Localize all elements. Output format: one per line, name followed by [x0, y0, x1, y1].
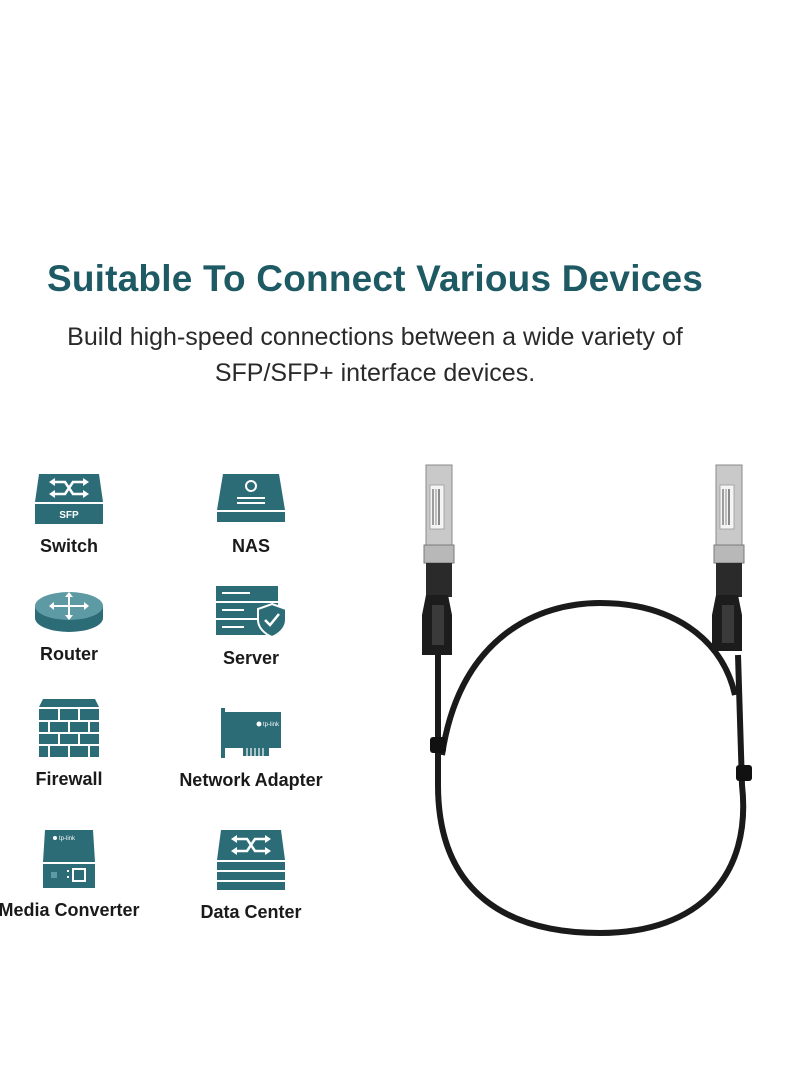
- device-label-firewall: Firewall: [35, 769, 103, 789]
- subtitle-line-1: Build high-speed connections between a w…: [67, 323, 683, 351]
- headline: Suitable To Connect Various Devices: [46, 258, 704, 299]
- device-label-nas: NAS: [231, 536, 270, 556]
- device-network-adapter: tp-link Network Adapter: [166, 706, 336, 791]
- device-label-network-adapter: Network Adapter: [179, 770, 323, 790]
- device-data-center: Data Center: [166, 828, 336, 923]
- device-label-server: Server: [222, 648, 280, 668]
- switch-sfp-label: SFP: [59, 510, 79, 521]
- subtitle-line-2: SFP/SFP+ interface devices.: [214, 359, 536, 387]
- left-sfp-module: [422, 464, 455, 655]
- device-server: Server: [166, 584, 336, 669]
- dac-cable-illustration: [422, 464, 752, 937]
- cable-loop: [435, 654, 747, 937]
- router-icon: [35, 592, 103, 632]
- device-label-router: Router: [40, 644, 98, 664]
- device-firewall: Firewall: [0, 697, 154, 790]
- network-adapter-icon: tp-link: [221, 708, 281, 758]
- cable-clip-right: [736, 765, 752, 781]
- nas-icon: [217, 474, 285, 522]
- media-converter-icon: tp-link: [43, 830, 95, 888]
- device-nas: NAS: [166, 472, 336, 557]
- network-adapter-brand: tp-link: [263, 722, 280, 728]
- device-label-switch: Switch: [39, 536, 98, 556]
- right-sfp-module: [712, 464, 745, 651]
- device-label-media-converter: Media Converter: [0, 900, 140, 920]
- device-router: Router: [0, 588, 154, 665]
- device-switch: SFP Switch: [0, 472, 154, 557]
- server-icon: [216, 586, 287, 638]
- firewall-icon: [39, 699, 99, 757]
- cable-upper-arc: [439, 599, 738, 756]
- device-label-data-center: Data Center: [200, 902, 302, 922]
- switch-icon: SFP: [35, 474, 103, 524]
- cable-clip-left: [430, 737, 446, 753]
- device-media-converter: tp-link Media Converter: [0, 828, 154, 921]
- data-center-icon: [217, 830, 285, 890]
- media-converter-brand: tp-link: [59, 836, 76, 842]
